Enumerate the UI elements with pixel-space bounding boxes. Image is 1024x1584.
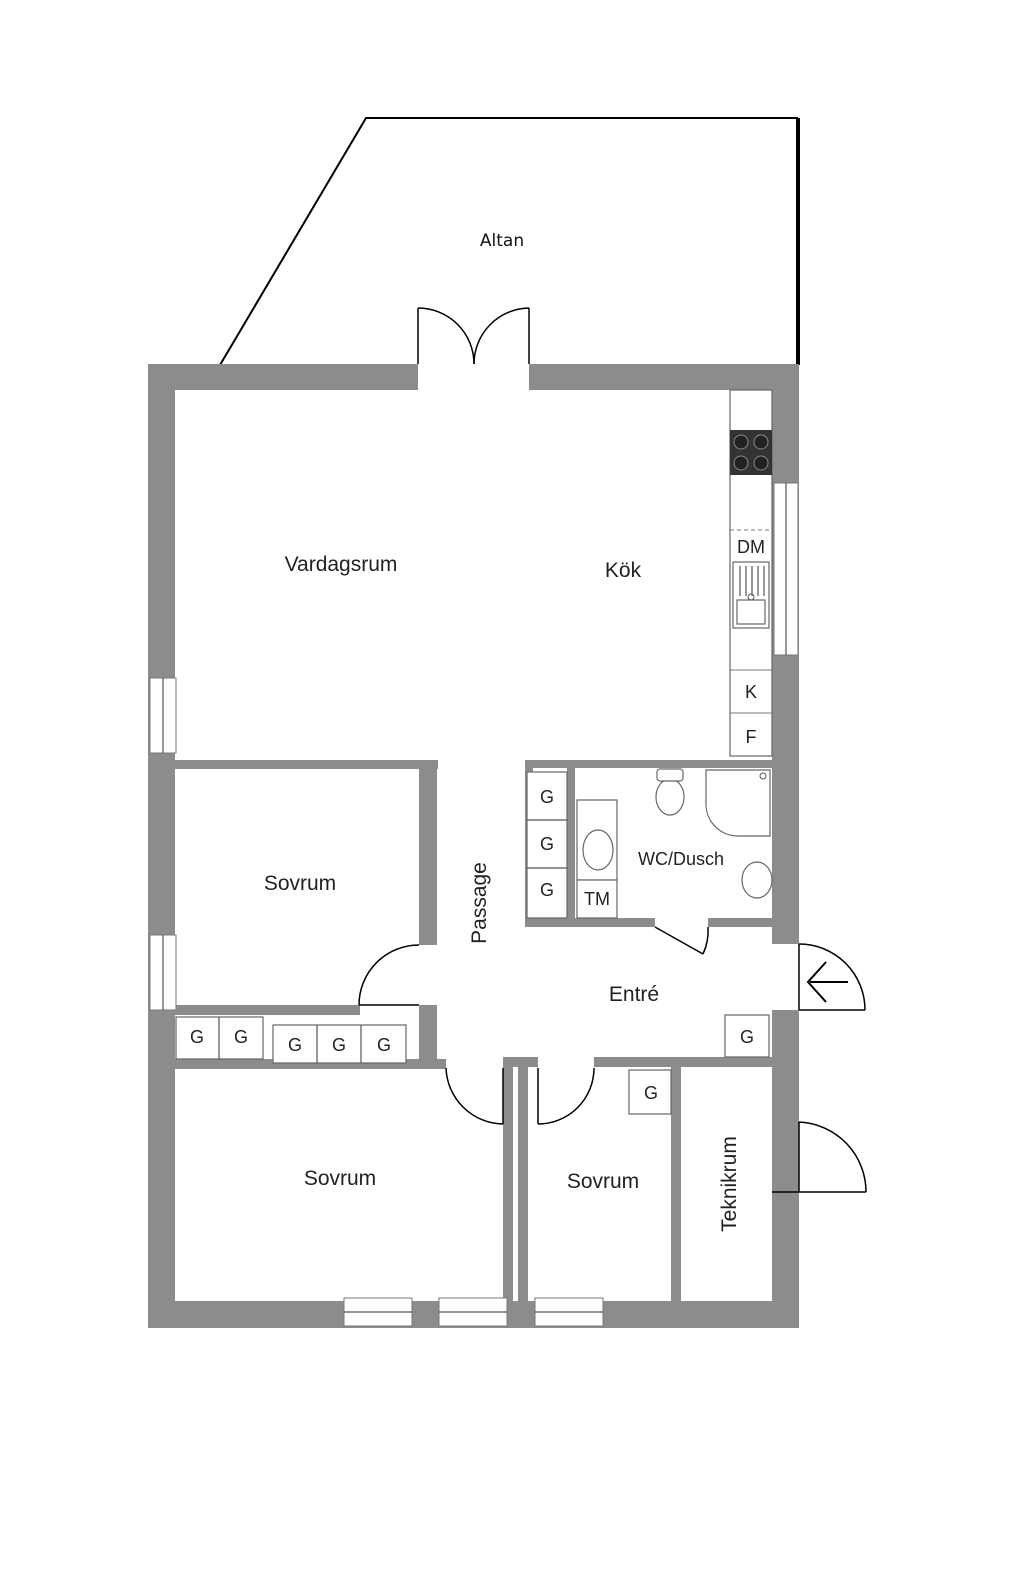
room-label-wc: WC/Dusch: [638, 849, 724, 869]
room-label-entre: Entré: [609, 983, 659, 1006]
exterior-walls: [148, 364, 799, 1328]
wardrobe-label: G: [540, 787, 554, 807]
toilet-icon: [655, 778, 685, 816]
wardrobes: [175, 771, 770, 1115]
wardrobe-label: G: [377, 1035, 391, 1055]
room-label-sovrum-lower-left: Sovrum: [304, 1167, 376, 1190]
room-label-sovrum-upper: Sovrum: [264, 872, 336, 895]
room-label-altan: Altan: [480, 231, 524, 251]
wardrobe-label: G: [190, 1027, 204, 1047]
fixture-label-dm: DM: [737, 537, 765, 557]
fixture-label-k: K: [745, 682, 757, 702]
wardrobe-label: G: [234, 1027, 248, 1047]
room-label-vardagsrum: Vardagsrum: [285, 553, 398, 576]
wardrobe-label: G: [540, 834, 554, 854]
fixture-label-f: F: [746, 727, 757, 747]
wc-fixtures: [576, 768, 773, 919]
shower-icon: [705, 769, 771, 837]
room-label-teknikrum: Teknikrum: [718, 1136, 741, 1232]
room-label-kok: Kök: [605, 559, 642, 582]
room-label-passage: Passage: [468, 862, 491, 944]
entrance-arrow-icon: [806, 961, 848, 1003]
room-label-sovrum-lower-right: Sovrum: [567, 1170, 639, 1193]
wardrobe-label: G: [332, 1035, 346, 1055]
washbasin-icon: [741, 861, 773, 899]
windows: [149, 482, 799, 1327]
kitchen-counter: [729, 389, 773, 757]
wardrobe-label: G: [540, 880, 554, 900]
fixture-label-tm: TM: [584, 889, 610, 909]
wardrobe-label: G: [288, 1035, 302, 1055]
wardrobe-label: G: [740, 1027, 754, 1047]
wardrobe-label: G: [644, 1083, 658, 1103]
doors: [358, 307, 867, 1193]
altan-outline: [219, 117, 800, 366]
